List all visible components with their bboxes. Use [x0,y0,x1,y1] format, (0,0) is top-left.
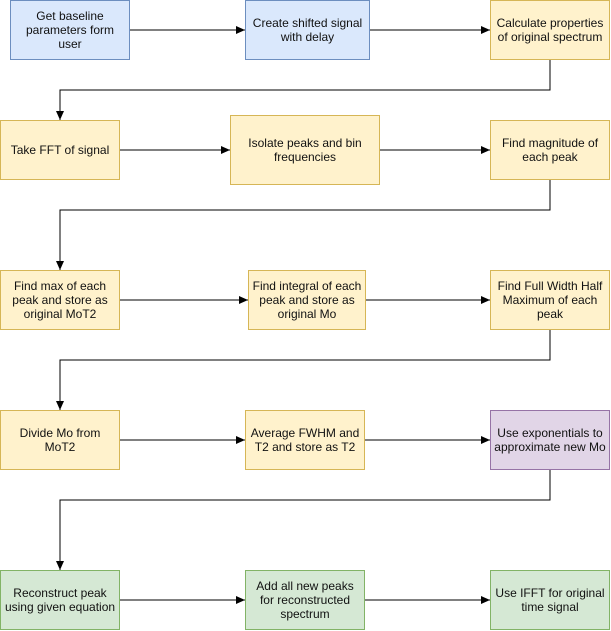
node-label: Reconstruct peak using given equation [4,586,116,614]
node-find-fwhm: Find Full Width Half Maximum of each pea… [490,270,610,330]
node-label: Find integral of each peak and store as … [252,279,362,321]
connector-calc-properties-to-take-fft [56,60,551,120]
node-label: Take FFT of signal [10,143,110,157]
node-label: Create shifted signal with delay [252,16,363,44]
node-label: Isolate peaks and bin frequencies [248,136,362,164]
node-label: Find max of each peak and store as origi… [12,279,108,321]
node-get-baseline: Get baseline parameters form user [10,0,130,60]
connector-use-exponentials-to-reconstruct-peak [56,470,551,570]
node-label: Add all new peaks for reconstructed spec… [256,579,354,621]
node-isolate-peaks: Isolate peaks and bin frequencies [230,115,380,185]
node-add-peaks: Add all new peaks for reconstructed spec… [245,570,365,630]
connector-find-fwhm-to-divide-mo [56,330,551,410]
connector-find-magnitude-to-find-max [56,180,551,270]
node-label: Find magnitude of each peak [501,136,599,164]
node-find-max: Find max of each peak and store as origi… [0,270,120,330]
node-label: Average FWHM and T2 and store as T2 [250,426,360,454]
node-calc-properties: Calculate properties of original spectru… [490,0,610,60]
node-find-integral: Find integral of each peak and store as … [248,270,366,330]
node-reconstruct-peak: Reconstruct peak using given equation [0,570,120,630]
node-take-fft: Take FFT of signal [0,120,120,180]
node-label: Calculate properties of original spectru… [496,16,604,44]
node-label: Use IFFT for original time signal [495,586,605,614]
node-label: Use exponentials to approximate new Mo [494,426,606,454]
node-use-exponentials: Use exponentials to approximate new Mo [490,410,610,470]
node-create-shifted: Create shifted signal with delay [245,0,370,60]
node-find-magnitude: Find magnitude of each peak [490,120,610,180]
node-divide-mo: Divide Mo from MoT2 [0,410,120,470]
node-label: Get baseline parameters form user [25,9,115,51]
node-use-ifft: Use IFFT for original time signal [490,570,610,630]
node-label: Divide Mo from MoT2 [19,426,101,454]
node-average-fwhm: Average FWHM and T2 and store as T2 [245,410,365,470]
node-label: Find Full Width Half Maximum of each pea… [497,279,603,321]
